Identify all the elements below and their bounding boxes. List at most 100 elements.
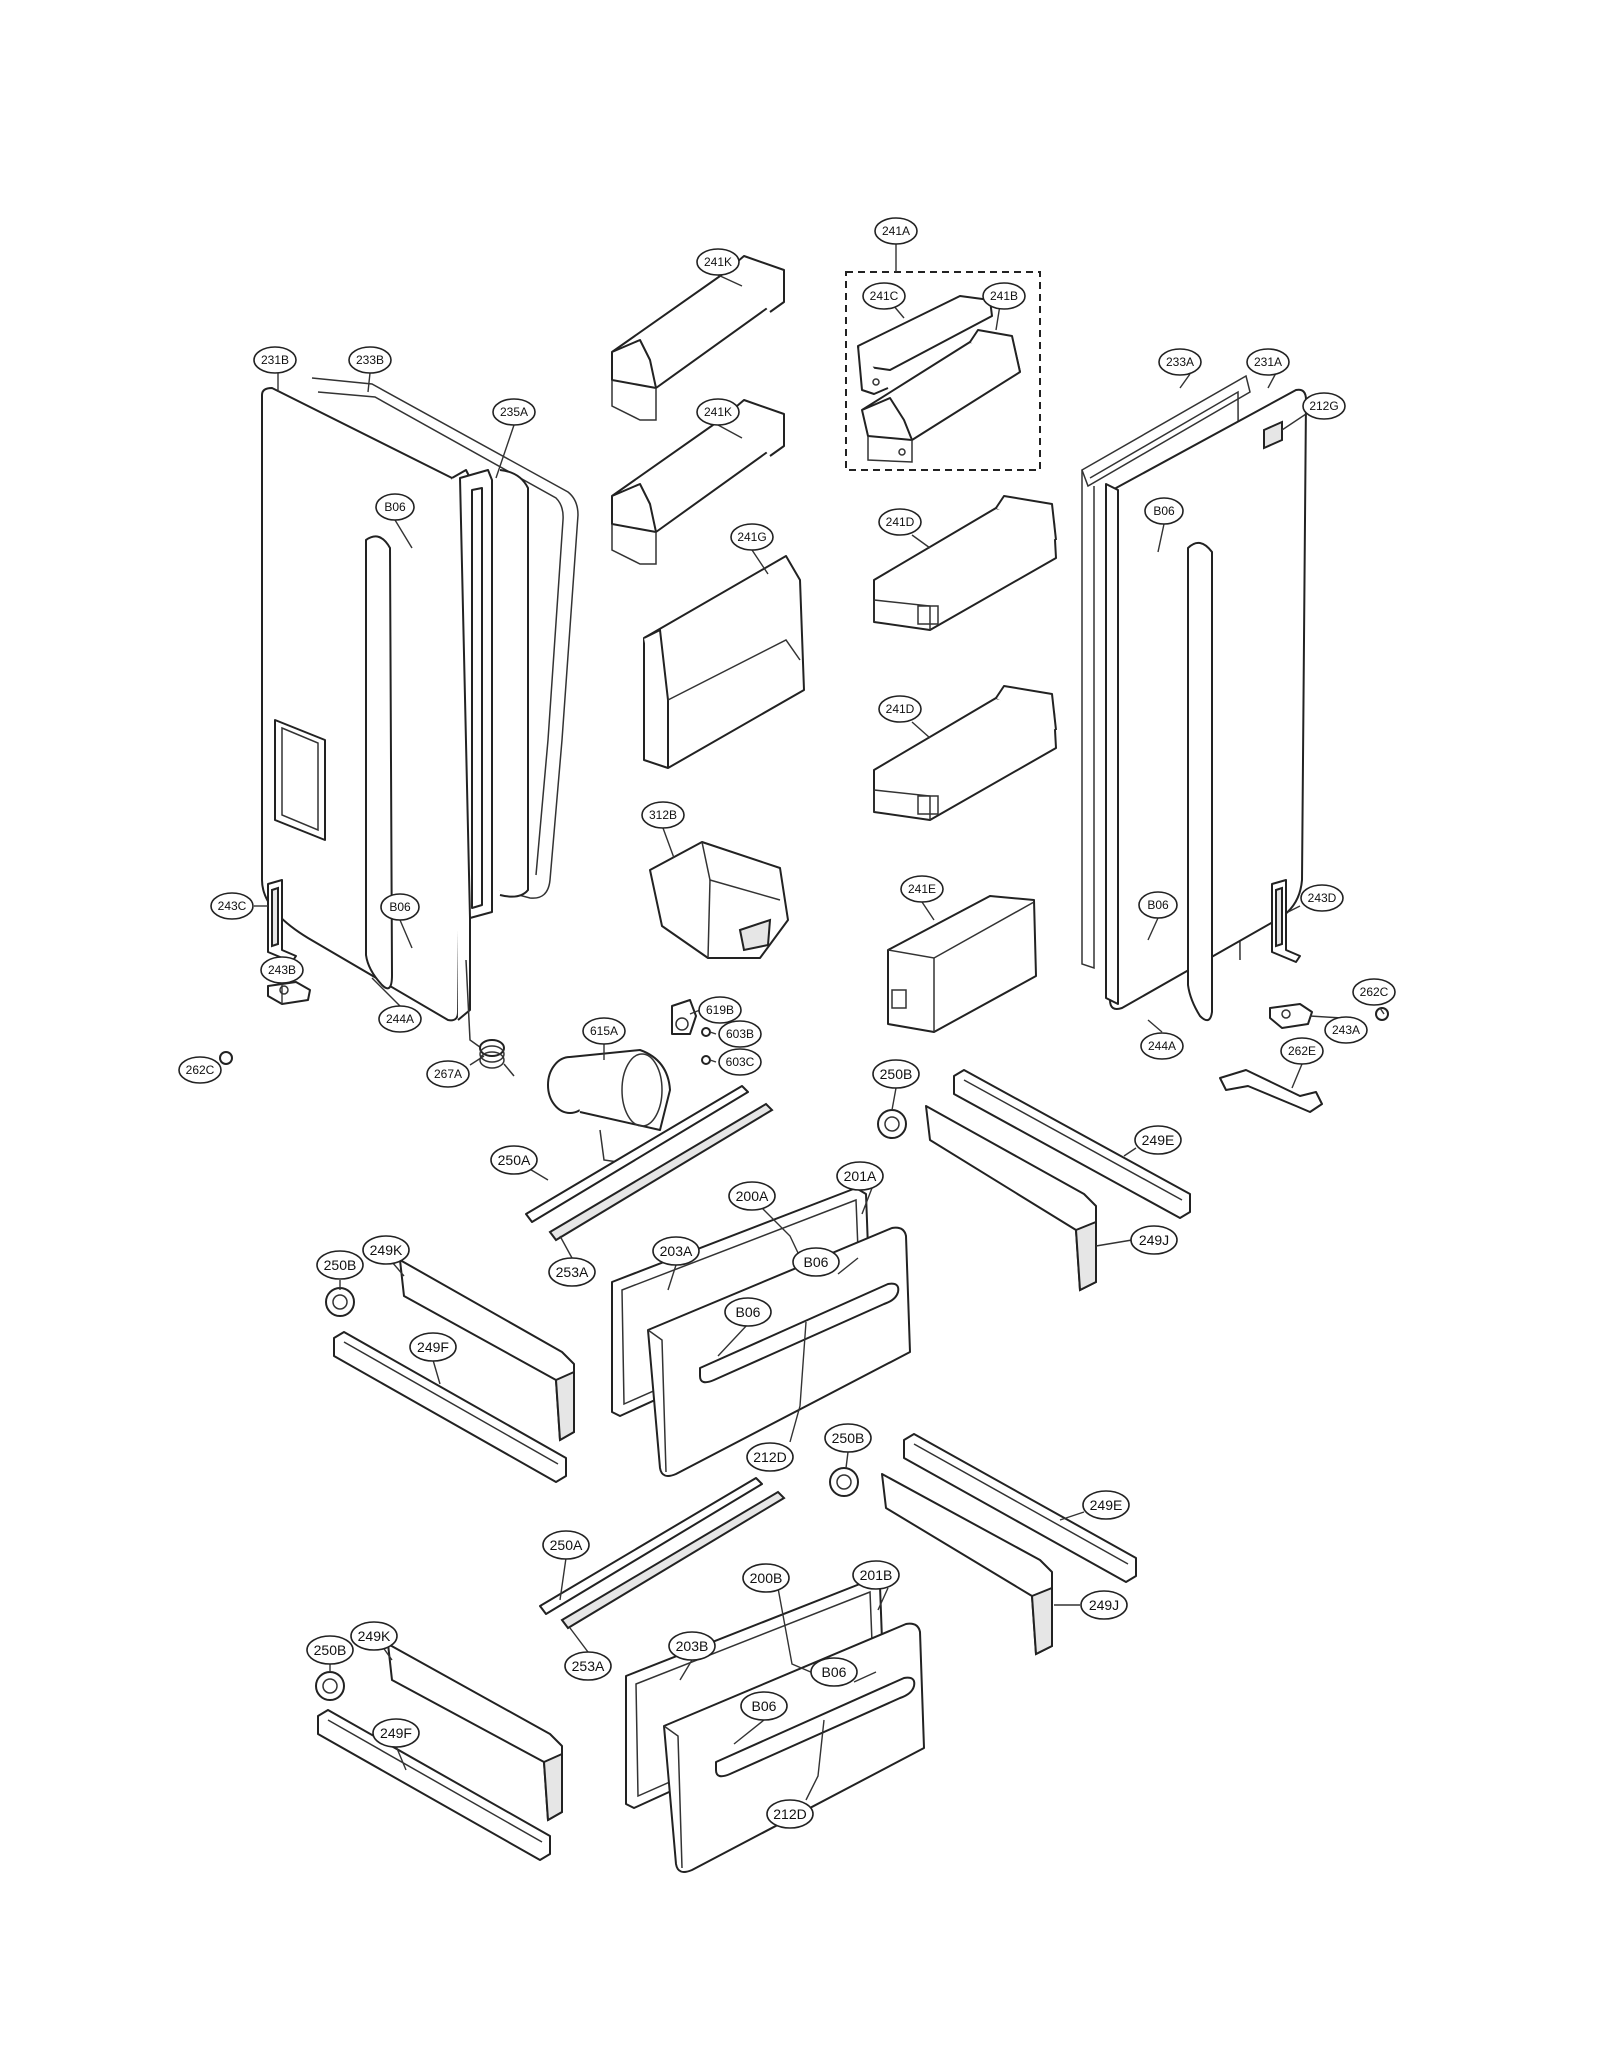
clip-603b <box>701 1027 711 1037</box>
callout-249E-lower: 249E <box>1082 1490 1130 1520</box>
callout-241K-lower: 241K <box>696 398 740 426</box>
strip-250a-lower <box>539 1477 763 1615</box>
svg-text:241K: 241K <box>704 255 732 269</box>
washer-262c-left <box>219 1051 233 1065</box>
door-bin-241g <box>643 555 805 769</box>
bin-241e <box>887 895 1037 1033</box>
callout-262C-right: 262C <box>1352 978 1396 1006</box>
rail-249e-upper <box>953 1069 1191 1219</box>
rail-249f-upper <box>333 1331 567 1483</box>
bin-241c <box>857 295 993 395</box>
svg-text:241C: 241C <box>870 289 899 303</box>
callout-250A-lower: 250A <box>542 1530 590 1560</box>
svg-text:200A: 200A <box>736 1188 769 1204</box>
svg-text:262E: 262E <box>1288 1044 1316 1058</box>
callout-241K-upper: 241K <box>696 248 740 276</box>
svg-text:250B: 250B <box>832 1430 865 1446</box>
callout-231A: 231A <box>1246 348 1290 376</box>
drawer-front-201b <box>663 1622 925 1873</box>
svg-text:603C: 603C <box>726 1055 755 1069</box>
svg-text:249F: 249F <box>417 1339 449 1355</box>
svg-text:203A: 203A <box>660 1243 693 1259</box>
washer-262c-right <box>1375 1007 1389 1021</box>
callout-250B-2: 250B <box>316 1250 364 1280</box>
strip-253a-lower <box>560 1490 786 1630</box>
bracket-249j-upper <box>925 1105 1097 1292</box>
svg-text:241A: 241A <box>882 224 910 238</box>
svg-text:249E: 249E <box>1090 1497 1123 1513</box>
svg-text:B06: B06 <box>736 1304 761 1320</box>
callout-262E: 262E <box>1280 1037 1324 1065</box>
callout-619B: 619B <box>698 996 742 1024</box>
callout-241B: 241B <box>982 282 1026 310</box>
svg-text:250A: 250A <box>498 1152 531 1168</box>
rail-249f-lower <box>317 1709 551 1861</box>
svg-text:B06: B06 <box>1147 898 1169 912</box>
hinge-243b <box>267 981 311 1005</box>
svg-text:244A: 244A <box>386 1012 414 1026</box>
callout-b06-drawer1-b: B06 <box>724 1297 772 1327</box>
callout-250B-3: 250B <box>824 1423 872 1453</box>
svg-text:603B: 603B <box>726 1027 754 1041</box>
callout-b06-drawer1-a: B06 <box>792 1247 840 1277</box>
hinge-243c <box>267 879 297 963</box>
svg-text:233A: 233A <box>1166 355 1194 369</box>
svg-text:231B: 231B <box>261 353 289 367</box>
gear-250b-4 <box>315 1671 345 1701</box>
door-bin-241k-upper <box>611 255 785 421</box>
ice-chute-312b <box>649 841 789 959</box>
callout-267A: 267A <box>426 1060 470 1088</box>
svg-text:262C: 262C <box>1360 985 1389 999</box>
svg-text:200B: 200B <box>750 1570 783 1586</box>
bin-241b <box>861 329 1021 463</box>
bin-241d-lower <box>873 685 1057 821</box>
callout-249J-upper: 249J <box>1130 1225 1178 1255</box>
callout-b06-lower-right: B06 <box>1138 891 1178 919</box>
callout-b06-upper-left: B06 <box>375 493 415 521</box>
callout-250B-1: 250B <box>872 1059 920 1089</box>
svg-text:243B: 243B <box>268 963 296 977</box>
svg-text:253A: 253A <box>556 1264 589 1280</box>
callout-244A-left: 244A <box>378 1005 422 1033</box>
svg-text:312B: 312B <box>649 808 677 822</box>
svg-text:231A: 231A <box>1254 355 1282 369</box>
callout-b06-drawer2-b: B06 <box>740 1691 788 1721</box>
svg-text:203B: 203B <box>676 1638 709 1654</box>
callout-244A-right: 244A <box>1140 1032 1184 1060</box>
svg-text:249F: 249F <box>380 1725 412 1741</box>
spring-267a <box>465 959 515 1077</box>
callout-243B: 243B <box>260 956 304 984</box>
svg-text:243C: 243C <box>218 899 247 913</box>
svg-text:201B: 201B <box>860 1567 893 1583</box>
callout-243A: 243A <box>1324 1016 1368 1044</box>
callout-241G: 241G <box>730 523 774 551</box>
svg-text:241K: 241K <box>704 405 732 419</box>
strip-253a-upper <box>548 1102 774 1242</box>
callout-200A: 200A <box>728 1181 776 1211</box>
callout-249F-upper: 249F <box>409 1332 457 1362</box>
svg-text:201A: 201A <box>844 1168 877 1184</box>
callout-603B: 603B <box>718 1020 762 1048</box>
callout-201B: 201B <box>852 1560 900 1590</box>
callout-262C-left: 262C <box>178 1056 222 1084</box>
svg-text:241D: 241D <box>886 702 915 716</box>
callout-b06-lower-left: B06 <box>380 893 420 921</box>
svg-text:233B: 233B <box>356 353 384 367</box>
svg-text:B06: B06 <box>822 1664 847 1680</box>
svg-text:B06: B06 <box>804 1254 829 1270</box>
svg-text:250A: 250A <box>550 1537 583 1553</box>
bracket-249k-upper <box>399 1259 575 1442</box>
callout-b06-drawer2-a: B06 <box>810 1657 858 1687</box>
svg-text:241G: 241G <box>737 530 766 544</box>
svg-text:615A: 615A <box>590 1024 618 1038</box>
callout-235A: 235A <box>492 398 536 426</box>
callout-243D: 243D <box>1300 884 1344 912</box>
callout-201A: 201A <box>836 1161 884 1191</box>
callout-253A-upper: 253A <box>548 1257 596 1287</box>
svg-text:250B: 250B <box>880 1066 913 1082</box>
svg-text:267A: 267A <box>434 1067 462 1081</box>
valve-619b <box>671 999 697 1035</box>
wrench-262e <box>1219 1069 1323 1113</box>
callout-253A-lower: 253A <box>564 1651 612 1681</box>
